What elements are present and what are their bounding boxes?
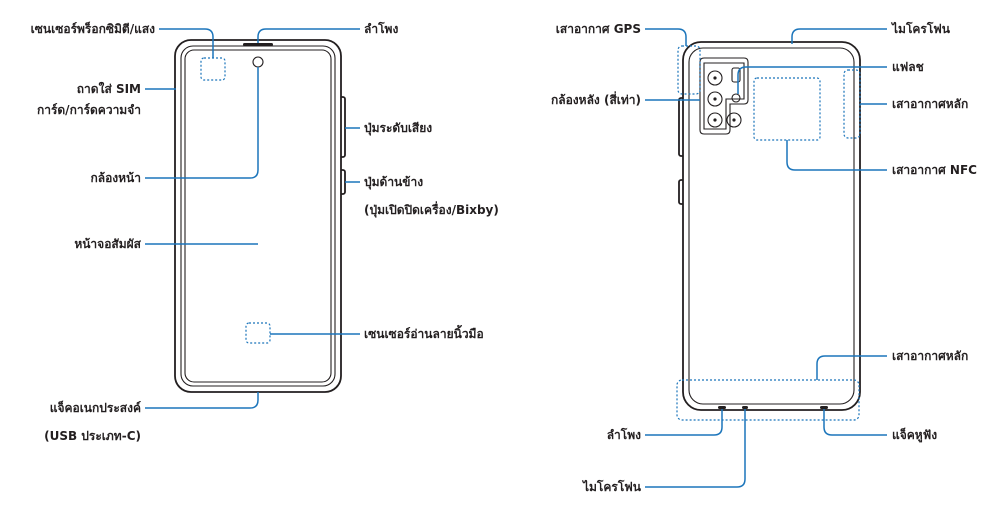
label-side-key-line2: (ปุ่มเปิดปิดเครื่อง/Bixby)	[364, 201, 499, 218]
leader-proximity-sensor	[159, 28, 214, 58]
back-inner-edge	[688, 47, 855, 405]
leader-front-camera	[145, 67, 259, 179]
label-nfc-antenna: เสาอากาศ NFC	[892, 163, 977, 177]
bottom-mic-hole	[742, 406, 748, 409]
laser-af	[731, 67, 741, 83]
label-gps-antenna: เสาอากาศ GPS	[556, 22, 641, 36]
rear-lens-2-dot	[713, 97, 717, 101]
label-front-speaker: ลำโพง	[364, 21, 398, 36]
leader-bottom-speaker	[645, 409, 723, 436]
label-earphone-jack: แจ็คหูฟัง	[892, 427, 937, 443]
label-flash: แฟลช	[892, 60, 924, 74]
label-bottom-microphone: ไมโครโฟน	[581, 479, 642, 494]
label-sim-tray-line1: ถาดใส่ SIM	[77, 81, 141, 96]
label-multipurpose-jack-line1: แจ็คอเนกประสงค์	[50, 400, 141, 415]
back-labels: เสาอากาศ GPS ไมโครโฟน แฟลช กล้องหลัง (สี…	[551, 21, 977, 494]
label-multipurpose-jack-line2: (USB ประเภท-C)	[44, 429, 141, 443]
front-speaker-slit	[243, 43, 273, 46]
leader-top-microphone	[791, 28, 887, 44]
label-rear-camera: กล้องหลัง (สี่เท่า)	[551, 91, 641, 107]
nfc-antenna-region	[753, 77, 821, 141]
label-main-antenna-top: เสาอากาศหลัก	[892, 97, 968, 111]
leader-main-antenna-bottom	[816, 355, 887, 380]
leader-nfc-antenna	[786, 140, 887, 171]
back-body	[682, 41, 861, 411]
rear-lens-3	[707, 112, 723, 128]
leader-earphone-jack	[823, 409, 887, 436]
label-volume-key: ปุ่มระดับเสียง	[364, 121, 432, 136]
label-fingerprint-sensor: เซนเซอร์อ่านลายนิ้วมือ	[364, 324, 484, 341]
leader-flash	[737, 66, 887, 94]
fingerprint-sensor-region	[245, 322, 271, 344]
front-labels: เซนเซอร์พร็อกซิมิตี/แสง ลำโพง ถาดใส่ SIM…	[31, 21, 499, 443]
main-antenna-bottom-region	[676, 379, 860, 421]
flash-lens	[731, 93, 741, 103]
front-phone	[145, 28, 360, 409]
earphone-jack-hole	[820, 406, 828, 409]
gps-antenna-region	[677, 45, 701, 95]
bottom-speaker-hole	[718, 406, 726, 409]
label-side-key-line1: ปุ่มด้านข้าง	[364, 175, 423, 190]
camera-module-inner	[703, 62, 745, 130]
leader-front-speaker	[257, 28, 360, 43]
rear-lens-4	[726, 112, 742, 128]
leader-gps-antenna	[645, 28, 687, 46]
label-front-camera: กล้องหน้า	[90, 171, 141, 185]
rear-lens-1-dot	[713, 76, 717, 80]
back-phone	[645, 28, 887, 488]
leader-multipurpose-jack	[145, 392, 259, 409]
camera-module	[699, 57, 749, 135]
rear-lens-4-dot	[732, 118, 736, 122]
label-proximity-sensor: เซนเซอร์พร็อกซิมิตี/แสง	[31, 21, 155, 36]
touchscreen-area	[184, 49, 332, 383]
label-main-antenna-bottom: เสาอากาศหลัก	[892, 349, 968, 363]
label-bottom-speaker: ลำโพง	[607, 427, 641, 442]
leader-bottom-microphone	[645, 409, 746, 488]
label-top-microphone: ไมโครโฟน	[890, 21, 951, 36]
label-sim-tray-line2: การ์ด/การ์ดความจำ	[37, 103, 141, 117]
label-touchscreen: หน้าจอสัมผัส	[74, 237, 141, 251]
rear-lens-2	[707, 91, 723, 107]
rear-lens-3-dot	[713, 118, 717, 122]
rear-lens-1	[707, 70, 723, 86]
